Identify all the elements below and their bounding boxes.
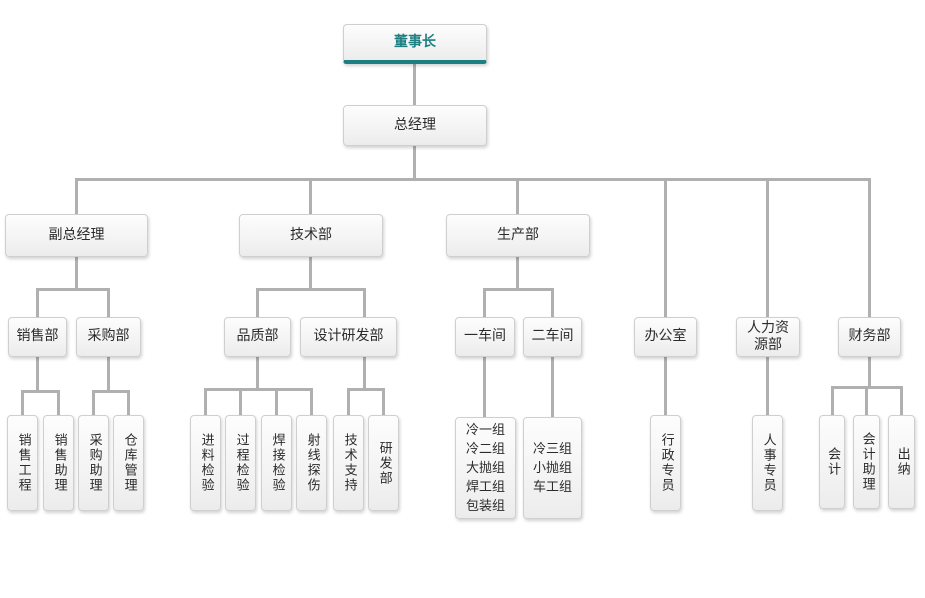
node-welding-inspection[interactable]: 焊接检验 <box>261 415 292 511</box>
node-finance-dept[interactable]: 财务部 <box>838 317 901 357</box>
connector-line <box>900 386 903 415</box>
connector-line <box>21 390 60 393</box>
node-tech-dept[interactable]: 技术部 <box>239 214 383 257</box>
connector-line <box>483 288 554 291</box>
connector-line <box>92 390 95 415</box>
node-accountant[interactable]: 会计 <box>819 415 845 509</box>
connector-line <box>831 386 834 415</box>
node-workshop2-groups[interactable]: 冷三组 小抛组 车工组 <box>523 417 582 519</box>
connector-line <box>347 388 385 391</box>
connector-line <box>347 388 350 415</box>
node-purchasing-assistant[interactable]: 采购助理 <box>78 415 109 511</box>
connector-line <box>36 288 39 317</box>
node-quality-dept[interactable]: 品质部 <box>224 317 291 357</box>
node-sales-engineering[interactable]: 销售工程 <box>7 415 38 511</box>
connector-line <box>75 257 78 288</box>
node-workshop-1[interactable]: 一车间 <box>455 317 515 357</box>
node-accounting-assistant[interactable]: 会计助理 <box>853 415 880 509</box>
node-workshop-2[interactable]: 二车间 <box>523 317 582 357</box>
connector-line <box>36 357 39 390</box>
connector-line <box>107 357 110 390</box>
connector-line <box>483 288 486 317</box>
node-sales-assistant[interactable]: 销售助理 <box>43 415 74 511</box>
connector-line <box>413 146 416 178</box>
node-purchasing-dept[interactable]: 采购部 <box>76 317 141 357</box>
connector-line <box>309 178 312 214</box>
connector-line <box>75 178 78 214</box>
node-technical-support[interactable]: 技术支持 <box>333 415 364 511</box>
connector-line <box>868 357 871 386</box>
node-rd-dept[interactable]: 研发部 <box>368 415 399 511</box>
node-deputy-gm[interactable]: 副总经理 <box>5 214 148 257</box>
connector-line <box>766 357 769 415</box>
node-production-dept[interactable]: 生产部 <box>446 214 590 257</box>
node-design-rd-dept[interactable]: 设计研发部 <box>300 317 397 357</box>
node-office[interactable]: 办公室 <box>634 317 697 357</box>
connector-line <box>551 288 554 317</box>
connector-line <box>310 388 313 415</box>
node-warehouse-management[interactable]: 仓库管理 <box>113 415 144 511</box>
connector-line <box>868 178 871 317</box>
connector-line <box>36 288 110 291</box>
connector-line <box>256 288 259 317</box>
connector-line <box>75 178 871 181</box>
connector-line <box>239 388 242 415</box>
node-general-manager[interactable]: 总经理 <box>343 105 487 146</box>
node-admin-specialist[interactable]: 行政专员 <box>650 415 681 511</box>
connector-line <box>483 357 486 417</box>
connector-line <box>309 257 312 288</box>
connector-line <box>516 257 519 288</box>
node-radiographic-testing[interactable]: 射线探伤 <box>296 415 327 511</box>
connector-line <box>57 390 60 415</box>
connector-line <box>204 388 313 391</box>
connector-line <box>275 388 278 415</box>
node-hr-specialist[interactable]: 人事专员 <box>752 415 783 511</box>
node-sales-dept[interactable]: 销售部 <box>8 317 67 357</box>
connector-line <box>766 178 769 317</box>
node-incoming-inspection[interactable]: 进料检验 <box>190 415 221 511</box>
node-process-inspection[interactable]: 过程检验 <box>225 415 256 511</box>
connector-line <box>413 64 416 105</box>
connector-line <box>107 288 110 317</box>
connector-line <box>516 178 519 214</box>
connector-line <box>256 357 259 388</box>
node-workshop1-groups[interactable]: 冷一组 冷二组 大抛组 焊工组 包装组 <box>455 417 516 519</box>
connector-line <box>363 288 366 317</box>
node-chairman[interactable]: 董事长 <box>343 24 487 64</box>
connector-line <box>865 386 868 415</box>
connector-line <box>551 357 554 417</box>
connector-line <box>664 178 667 317</box>
connector-line <box>363 357 366 388</box>
connector-line <box>664 357 667 415</box>
connector-line <box>382 388 385 415</box>
node-hr-dept[interactable]: 人力资源部 <box>736 317 800 357</box>
connector-line <box>92 390 130 393</box>
connector-line <box>127 390 130 415</box>
connector-line <box>21 390 24 415</box>
connector-line <box>204 388 207 415</box>
node-cashier[interactable]: 出纳 <box>888 415 915 509</box>
connector-line <box>256 288 366 291</box>
